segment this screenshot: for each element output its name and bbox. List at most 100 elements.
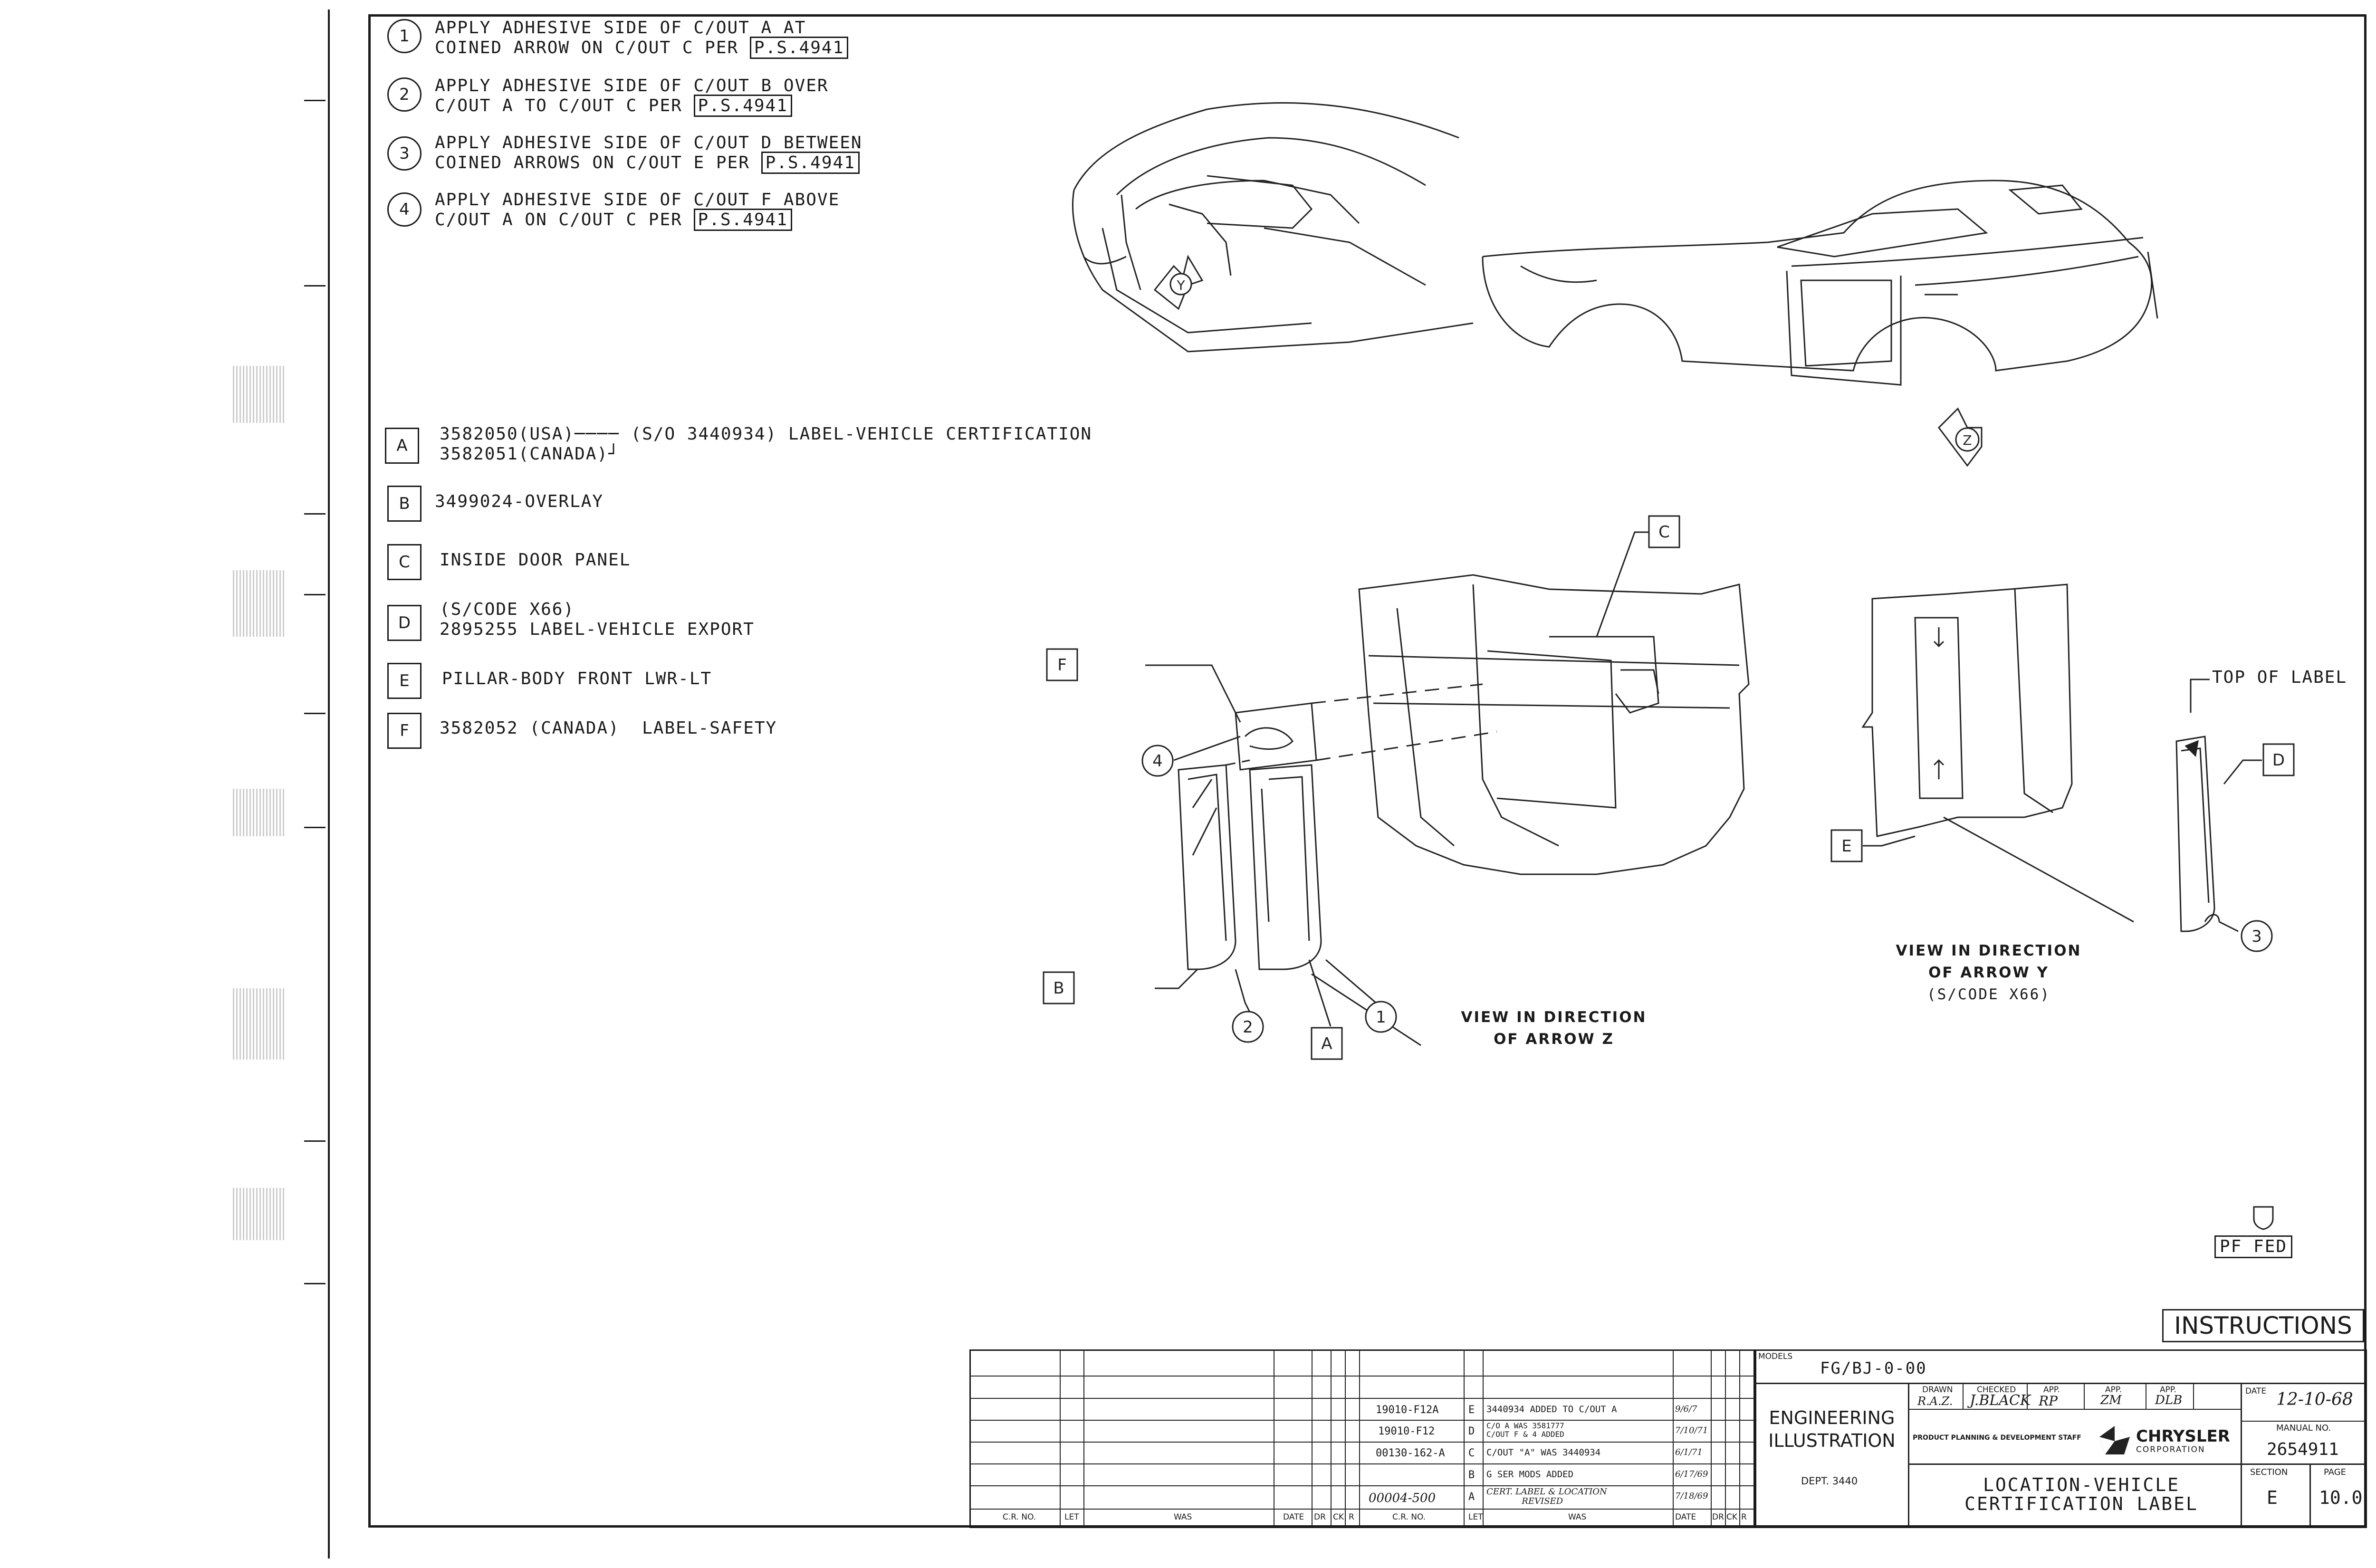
header-was: WAS <box>1174 1512 1192 1522</box>
rev-desc: C/OUT "A" WAS 3440934 <box>1486 1447 1601 1458</box>
drawn-value: R.A.Z. <box>1917 1395 1953 1408</box>
page-value: 10.0 <box>2319 1487 2363 1508</box>
rev-letter: B <box>1468 1469 1475 1481</box>
app3-label: APP. <box>2160 1385 2176 1395</box>
app2-value: ZM <box>2100 1393 2122 1407</box>
margin-tick <box>304 513 326 515</box>
drawn-label: DRAWN <box>1922 1385 1953 1395</box>
car-body-illustration: Z <box>1482 180 2158 467</box>
pentastar-logo <box>2099 1426 2130 1454</box>
rev-crno: 00004-500 <box>1369 1491 1436 1505</box>
header-ck: CK <box>1333 1512 1344 1522</box>
arrow-z-label: Z <box>1963 432 1972 448</box>
rev-desc: 3440934 ADDED TO C/OUT A <box>1486 1404 1617 1415</box>
section-label: SECTION <box>2250 1467 2288 1477</box>
callout-a: A <box>1321 1034 1332 1053</box>
header-was: WAS <box>1568 1512 1587 1522</box>
models-label: MODELS <box>1758 1352 1793 1361</box>
header-crno: C.R. NO. <box>1392 1512 1426 1522</box>
margin-tick <box>304 827 326 828</box>
header-crno: C.R. NO. <box>1003 1512 1036 1522</box>
app3-value: DLB <box>2155 1393 2183 1407</box>
left-margin-rule <box>328 10 330 1558</box>
staff-name: PRODUCT PLANNING & DEVELOPMENT STAFF <box>1913 1434 2081 1442</box>
rev-letter: C <box>1468 1447 1475 1459</box>
rev-desc: CERT. LABEL & LOCATION REVISED <box>1486 1487 1607 1506</box>
app1-value: RP <box>2039 1393 2058 1409</box>
note-number: 2 <box>387 77 422 112</box>
note-number: 4 <box>387 192 422 227</box>
page-label: PAGE <box>2324 1467 2347 1477</box>
exploded-view-z: F 4 B 2 A 1 C <box>1043 515 1750 1060</box>
section-value: E <box>2267 1487 2278 1508</box>
part-text: 3582050(USA)──── (S/O 3440934) LABEL-VEH… <box>440 424 1092 464</box>
rev-date: 6/17/69 <box>1675 1469 1708 1479</box>
company-name: CHRYSLER CORPORATION <box>2136 1427 2230 1454</box>
instructions-heading: INSTRUCTIONS <box>2162 1309 2364 1342</box>
manual-value: 2654911 <box>2267 1440 2339 1459</box>
view-z-caption: VIEW IN DIRECTION OF ARROW Z <box>1461 1009 1647 1048</box>
header-r: R <box>1349 1512 1354 1522</box>
note-number: 3 <box>387 136 422 171</box>
header-date: DATE <box>1675 1512 1696 1522</box>
part-letter-box: F <box>387 713 422 749</box>
dept-number: DEPT. 3440 <box>1801 1475 1858 1487</box>
margin-tick <box>304 100 326 101</box>
part-letter-box: E <box>387 663 422 699</box>
margin-tick <box>304 285 326 287</box>
scan-noise <box>233 789 285 836</box>
door-opening-illustration: Y <box>1072 102 1474 353</box>
rev-date: 6/1/71 <box>1675 1447 1703 1457</box>
header-let: LET <box>1064 1512 1079 1522</box>
part-letter-box: A <box>385 428 419 464</box>
part-letter-box: B <box>387 486 422 522</box>
callout-e: E <box>1841 837 1851 856</box>
scan-noise <box>233 366 285 423</box>
view-y-caption: VIEW IN DIRECTION OF ARROW Y (S/CODE X66… <box>1896 942 2082 1003</box>
shield-icon <box>2253 1206 2274 1230</box>
rev-date: 7/18/69 <box>1675 1491 1708 1501</box>
models-value: FG/BJ-0-00 <box>1820 1359 1927 1378</box>
dept-name: ENGINEERING ILLUSTRATION <box>1768 1407 1896 1451</box>
callout-c: C <box>1658 523 1670 542</box>
checked-label: CHECKED <box>1977 1385 2016 1395</box>
header-dr: DR <box>1712 1512 1724 1522</box>
drawing-border <box>368 14 2366 1528</box>
margin-tick <box>304 1140 326 1142</box>
header-let: LET <box>1468 1512 1483 1522</box>
header-dr: DR <box>1314 1512 1326 1522</box>
part-text: 3499024-OVERLAY <box>435 492 604 511</box>
callout-d: D <box>2272 751 2285 770</box>
note-number: 1 <box>387 19 422 53</box>
date-label: DATE <box>2245 1386 2267 1396</box>
pf-fed-stamp: PF FED <box>2214 1235 2293 1258</box>
rev-crno: 19010-F12A <box>1376 1404 1439 1416</box>
checked-value: J.BLACK <box>1970 1392 2031 1409</box>
part-text: (S/CODE X66)2895255 LABEL-VEHICLE EXPORT <box>440 600 755 639</box>
rev-letter: D <box>1468 1425 1475 1437</box>
callout-2: 2 <box>1243 1018 1253 1037</box>
rev-date: 9/6/7 <box>1675 1404 1697 1414</box>
margin-tick <box>304 594 326 595</box>
top-of-label-note: TOP OF LABEL <box>2212 668 2347 687</box>
header-r: R <box>1741 1512 1747 1522</box>
rev-date: 7/10/71 <box>1675 1425 1708 1435</box>
part-text: INSIDE DOOR PANEL <box>440 550 631 570</box>
callout-4: 4 <box>1152 752 1163 771</box>
app1-label: APP. <box>2043 1385 2060 1395</box>
rev-crno: 19010-F12 <box>1378 1425 1435 1437</box>
scan-noise <box>233 570 285 637</box>
manual-label: MANUAL NO. <box>2276 1423 2331 1433</box>
arrow-y-label: Y <box>1176 277 1185 293</box>
margin-tick <box>304 713 326 714</box>
date-value: 12-10-68 <box>2276 1390 2353 1409</box>
callout-f: F <box>1057 656 1067 675</box>
rev-crno: 00130-162-A <box>1376 1447 1445 1459</box>
drawing-title: LOCATION-VEHICLE CERTIFICATION LABEL <box>1964 1474 2198 1514</box>
app2-label: APP. <box>2105 1385 2122 1395</box>
